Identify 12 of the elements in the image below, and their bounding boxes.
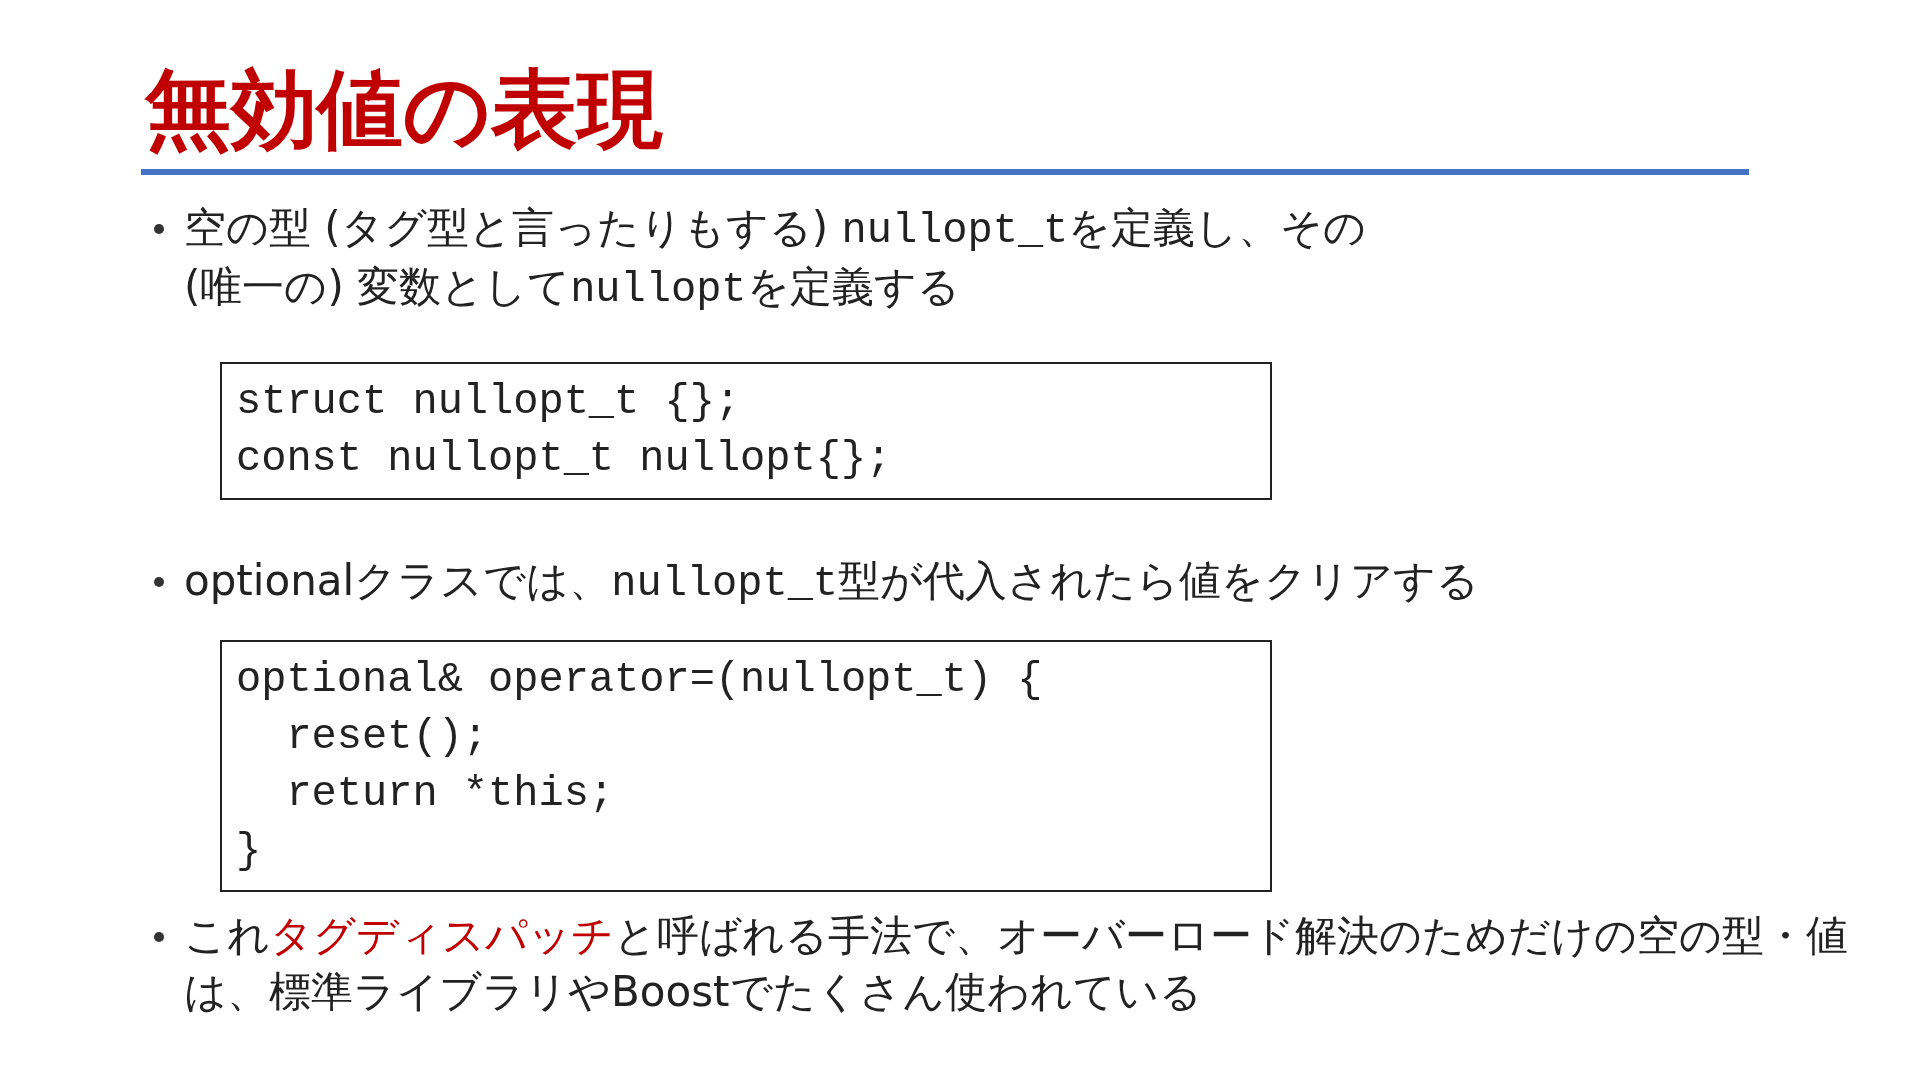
code-line: return *this; bbox=[285, 769, 615, 820]
code-box bbox=[220, 362, 1272, 500]
code-line: reset(); bbox=[285, 712, 489, 763]
code-box bbox=[220, 640, 1272, 892]
code-line: optional& operator=(nullopt_t) { bbox=[236, 655, 1043, 706]
bullet-text: これタグディスパッチと呼ばれる手法で、オーバーロード解決のためだけの空の型・値は、標準ライブラリやBoostでたくさん使われている bbox=[184, 910, 1849, 1018]
code-line: } bbox=[236, 826, 262, 877]
bullet-text: optionalクラスでは、nullopt_t型が代入されたら値をクリアする bbox=[184, 555, 1481, 610]
code-line: const nullopt_t nullopt{}; bbox=[236, 434, 892, 485]
bullet-text: 空の型 (タグ型と言ったりもする) nullopt_tを定義し、その (唯一の) 変数としてnulloptを定義する bbox=[184, 202, 1368, 316]
code-line: struct nullopt_t {}; bbox=[236, 377, 741, 428]
slide-title: 無効値の表現 bbox=[145, 62, 663, 157]
